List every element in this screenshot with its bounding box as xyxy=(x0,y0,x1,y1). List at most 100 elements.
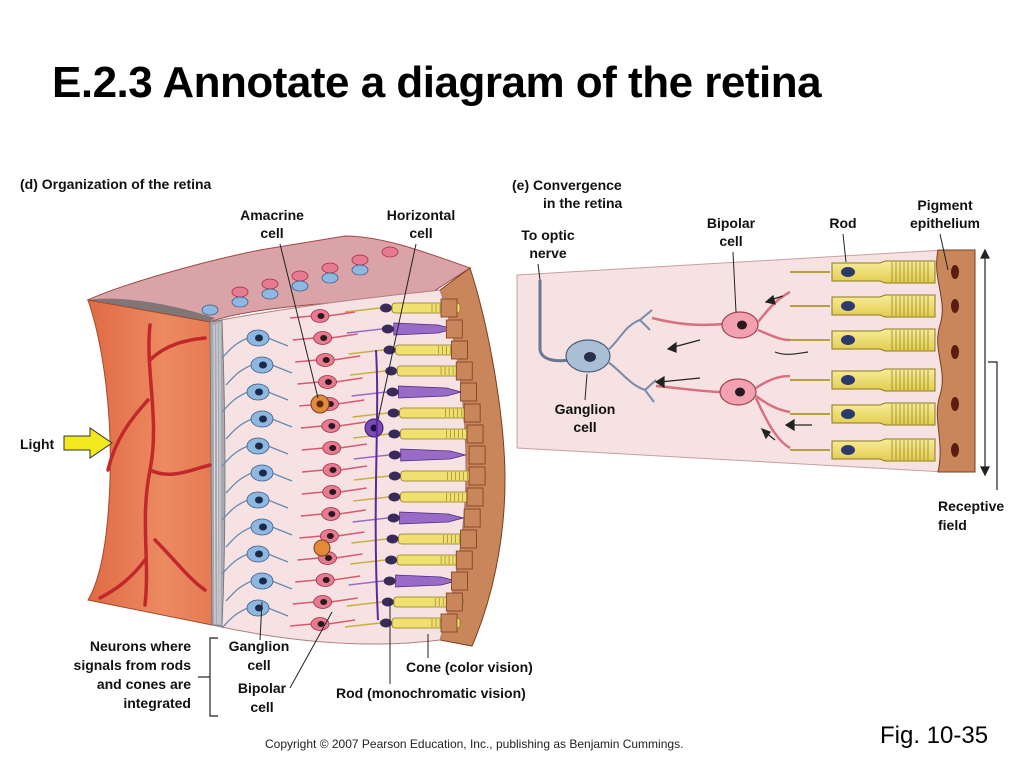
receptive-label-1: Receptive xyxy=(938,498,1004,514)
amacrine-leader xyxy=(279,243,319,399)
rod-e-nucleus xyxy=(841,375,855,385)
bipolar-dendrite xyxy=(300,425,323,429)
bipolar-dendrite xyxy=(295,359,318,363)
figure-number: Fig. 10-35 xyxy=(880,722,989,749)
ganglion-cell-top xyxy=(351,264,369,276)
ganglion-nucleus-e xyxy=(584,352,596,362)
photoreceptor-axon xyxy=(344,622,381,628)
rods-e xyxy=(790,260,936,462)
ganglion-axon xyxy=(221,499,249,521)
pigment-cells xyxy=(951,265,959,457)
pigment-cell-nucleus xyxy=(951,299,959,313)
rod-e-nucleus xyxy=(841,445,855,455)
bipolar-dendrite xyxy=(297,557,320,561)
pigment-cell-d xyxy=(460,382,477,402)
cone-cell xyxy=(395,574,458,588)
ganglion-nucleus xyxy=(259,361,267,369)
rod-e-nucleus xyxy=(841,335,855,345)
amacrine-cell-body-2 xyxy=(313,539,331,557)
ganglion-dendrite xyxy=(271,526,293,536)
rod-e-nucleus xyxy=(841,301,855,311)
bipolar-nucleus xyxy=(329,467,337,473)
bipolar-cell-top xyxy=(381,246,399,258)
ganglion-nucleus xyxy=(255,388,263,396)
nerve-fiber-lines xyxy=(213,323,221,625)
pigment-epithelium xyxy=(936,249,976,473)
bipolar-e-label-1: Bipolar xyxy=(707,215,756,231)
bipolar-axon xyxy=(330,333,358,339)
bipolar-axon xyxy=(333,575,361,581)
optic-nerve-axon xyxy=(538,280,571,363)
photoreceptor-axon xyxy=(351,538,387,544)
cone-cell xyxy=(393,322,455,336)
ganglion-dendrite xyxy=(271,472,293,482)
ganglion-leader xyxy=(259,601,263,641)
pigment-leader xyxy=(939,233,949,271)
optic-leader xyxy=(537,263,541,281)
ganglion-nucleus xyxy=(255,550,263,558)
light-label: Light xyxy=(20,436,55,452)
photoreceptor-axon xyxy=(346,328,382,334)
bipolar-cell-top xyxy=(321,262,339,274)
bipolar-e-label-2: cell xyxy=(719,233,742,249)
ganglion-dendrite xyxy=(267,445,289,455)
ganglion-dendrite xyxy=(267,499,289,509)
bipolar-dendrite xyxy=(301,469,325,473)
bipolar-nucleus xyxy=(328,423,336,429)
bipolar-dendrite xyxy=(299,535,322,539)
panel-e-title-2: in the retina xyxy=(543,195,623,211)
rod-cell xyxy=(400,470,476,482)
bipolar-dendrite xyxy=(292,601,315,605)
bipolar-cell-e-upper xyxy=(651,290,791,342)
bipolar-label-2: cell xyxy=(250,699,273,715)
pigment-label-2: epithelium xyxy=(910,215,980,231)
bipolar-dendrite xyxy=(301,447,324,451)
neurons-bracket xyxy=(209,637,218,717)
photoreceptor-axon xyxy=(352,412,388,418)
bipolar-axon xyxy=(339,443,367,449)
ganglion-axon xyxy=(221,445,249,467)
pigment-label-1: Pigment xyxy=(917,197,973,213)
bipolar-cell-top xyxy=(231,286,249,298)
pigment-cell-d xyxy=(468,466,486,486)
optic-label-2: nerve xyxy=(529,245,567,261)
rod-e-label: Rod xyxy=(829,215,856,231)
receptive-label-2: field xyxy=(938,517,967,533)
ganglion-label-2: cell xyxy=(247,657,270,673)
pigment-cell-d xyxy=(468,445,486,465)
bipolar-axon xyxy=(335,553,363,559)
horizontal-nucleus xyxy=(370,424,378,432)
horizontal-cell-process xyxy=(374,349,379,621)
rod-e-leader xyxy=(842,233,847,263)
ganglion-dendrite xyxy=(267,607,289,617)
photoreceptor-nucleus xyxy=(381,597,394,607)
ganglion-dendrite xyxy=(267,391,289,401)
ganglion-cells xyxy=(221,329,293,629)
ganglion-cell-top xyxy=(291,280,309,292)
slide-title: E.2.3 Annotate a diagram of the retina xyxy=(52,58,822,107)
bipolar-label-1: Bipolar xyxy=(238,680,287,696)
pigment-cell-d xyxy=(451,571,468,591)
rod-cell xyxy=(399,491,476,503)
ganglion-dendrite xyxy=(267,553,289,563)
bipolar-cells xyxy=(201,246,399,631)
ganglion-axon xyxy=(225,580,253,602)
bipolar-e-leader xyxy=(732,251,737,313)
rod-e-cell xyxy=(831,438,936,462)
bipolar-nucleus xyxy=(317,313,325,319)
photoreceptor-axon xyxy=(344,307,381,313)
bipolar-dendrite xyxy=(289,623,313,627)
ganglion-dendrite xyxy=(271,364,293,374)
horizontal-leader xyxy=(377,243,417,421)
photoreceptor-array xyxy=(344,298,486,633)
rod-e-cell xyxy=(831,368,936,392)
cone-label: Cone (color vision) xyxy=(406,659,533,675)
pigment-cell-d xyxy=(445,319,463,339)
rod-e-cell xyxy=(831,260,936,284)
bipolar-dendrite xyxy=(289,315,313,319)
ganglion-cell-top xyxy=(201,304,219,316)
rod-cell xyxy=(399,407,474,419)
photoreceptor-nucleus xyxy=(381,324,394,334)
neurons-label-3: and cones are xyxy=(97,676,191,692)
rod-e-cell xyxy=(831,328,936,352)
